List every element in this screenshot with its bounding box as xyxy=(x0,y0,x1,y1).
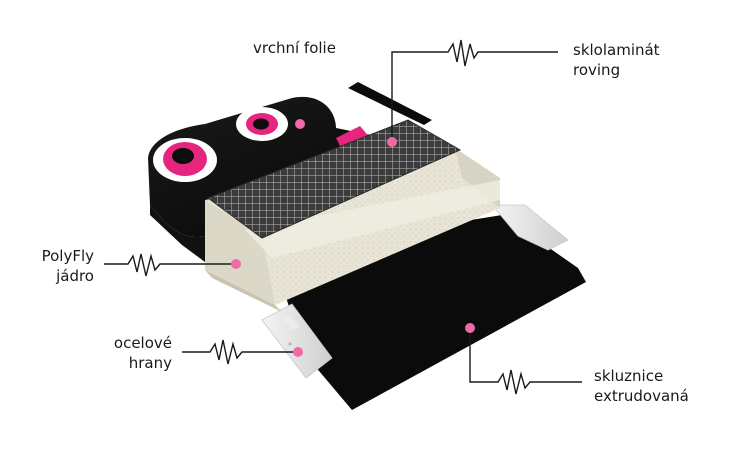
label-core: PolyFly jádro xyxy=(24,246,94,286)
label-top-foil-text: vrchní folie xyxy=(253,39,336,57)
marker-steel-edges xyxy=(293,347,303,357)
label-fiberglass-line2: roving xyxy=(573,61,621,79)
label-base-line2: extrudovaná xyxy=(594,387,689,405)
rear-strip xyxy=(348,82,432,125)
steel-edges xyxy=(261,204,569,379)
label-base: skluznice extrudovaná xyxy=(594,366,689,406)
marker-core xyxy=(231,259,241,269)
label-base-line1: skluznice xyxy=(594,367,664,385)
markers xyxy=(231,119,475,357)
marker-fiberglass xyxy=(387,137,397,147)
label-core-line1: PolyFly xyxy=(41,247,94,265)
marker-top-foil xyxy=(295,119,305,129)
label-steel-edges-line2: hrany xyxy=(128,354,172,372)
label-fiberglass-line1: sklolaminát xyxy=(573,41,660,59)
fiberglass-mesh xyxy=(206,119,462,239)
label-core-line2: jádro xyxy=(56,267,94,285)
leader-lines xyxy=(104,39,582,395)
label-fiberglass: sklolaminát roving xyxy=(573,40,660,80)
label-steel-edges: ocelové hrany xyxy=(92,333,172,373)
label-top-foil: vrchní folie xyxy=(253,38,336,58)
label-steel-edges-line1: ocelové xyxy=(113,334,172,352)
marker-base xyxy=(465,323,475,333)
